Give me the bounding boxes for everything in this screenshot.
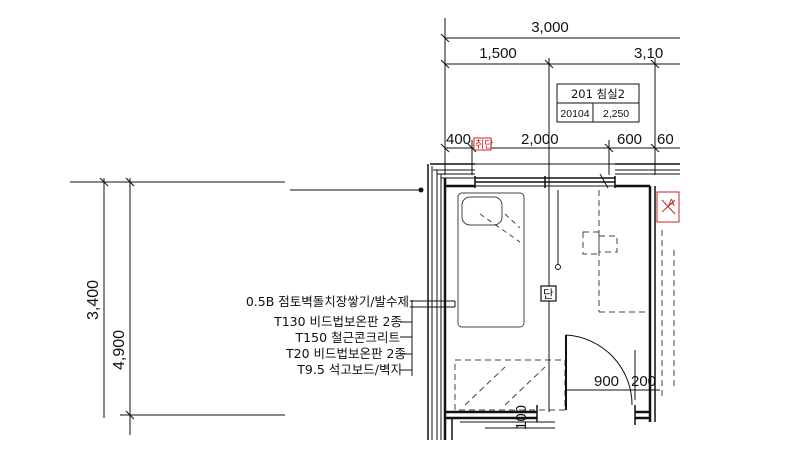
dim-400: 400 xyxy=(446,131,471,148)
room-code: 20104 xyxy=(560,108,589,120)
dim-900: 900 xyxy=(594,373,619,390)
wall-note-leaders xyxy=(400,300,456,376)
dim-top-right: 3,10 xyxy=(634,45,663,62)
wall-note-3: T150 철근콘크리트 xyxy=(295,330,400,345)
dim-3400: 3,400 xyxy=(85,280,102,320)
ceiling-fixture xyxy=(555,264,561,270)
section-mark-box xyxy=(473,137,492,151)
marker-a: A xyxy=(668,198,675,209)
right-partial-room xyxy=(656,191,680,400)
wall-note-1: 0.5B 점토벽돌치장쌓기/발수제 xyxy=(246,294,409,309)
outlet-icon xyxy=(540,285,557,302)
top-dimension-lines xyxy=(440,18,680,270)
dim-2000: 2,000 xyxy=(521,131,559,148)
window xyxy=(474,163,616,189)
dim-100: 100 xyxy=(513,405,530,430)
room-tag xyxy=(548,83,640,123)
door xyxy=(565,334,633,410)
room-name: 201 침실2 xyxy=(571,87,625,101)
wall-note-4: T20 비드법보온판 2종 xyxy=(285,346,406,361)
wall-note-2: T130 비드법보온판 2종 xyxy=(273,314,402,329)
walls xyxy=(427,163,680,440)
dim-4900: 4,900 xyxy=(111,330,128,370)
door-dimension-lines xyxy=(566,350,660,400)
section-mark: 취단 xyxy=(475,139,493,151)
dim-600: 600 xyxy=(617,131,642,148)
bed xyxy=(457,192,525,328)
left-dimension-lines xyxy=(70,177,420,435)
dim-top-left: 1,500 xyxy=(479,45,517,62)
desk xyxy=(582,190,648,313)
dim-200: 200 xyxy=(631,373,656,390)
dim-top-total: 3,000 xyxy=(531,19,569,36)
outlet-symbol: 단 xyxy=(543,287,554,301)
room-area: 2,250 xyxy=(603,108,629,120)
wall-note-5: T9.5 석고보드/벽지 xyxy=(296,362,402,377)
dim-anchor-dot xyxy=(418,187,424,193)
dim-60: 60 xyxy=(657,131,674,148)
